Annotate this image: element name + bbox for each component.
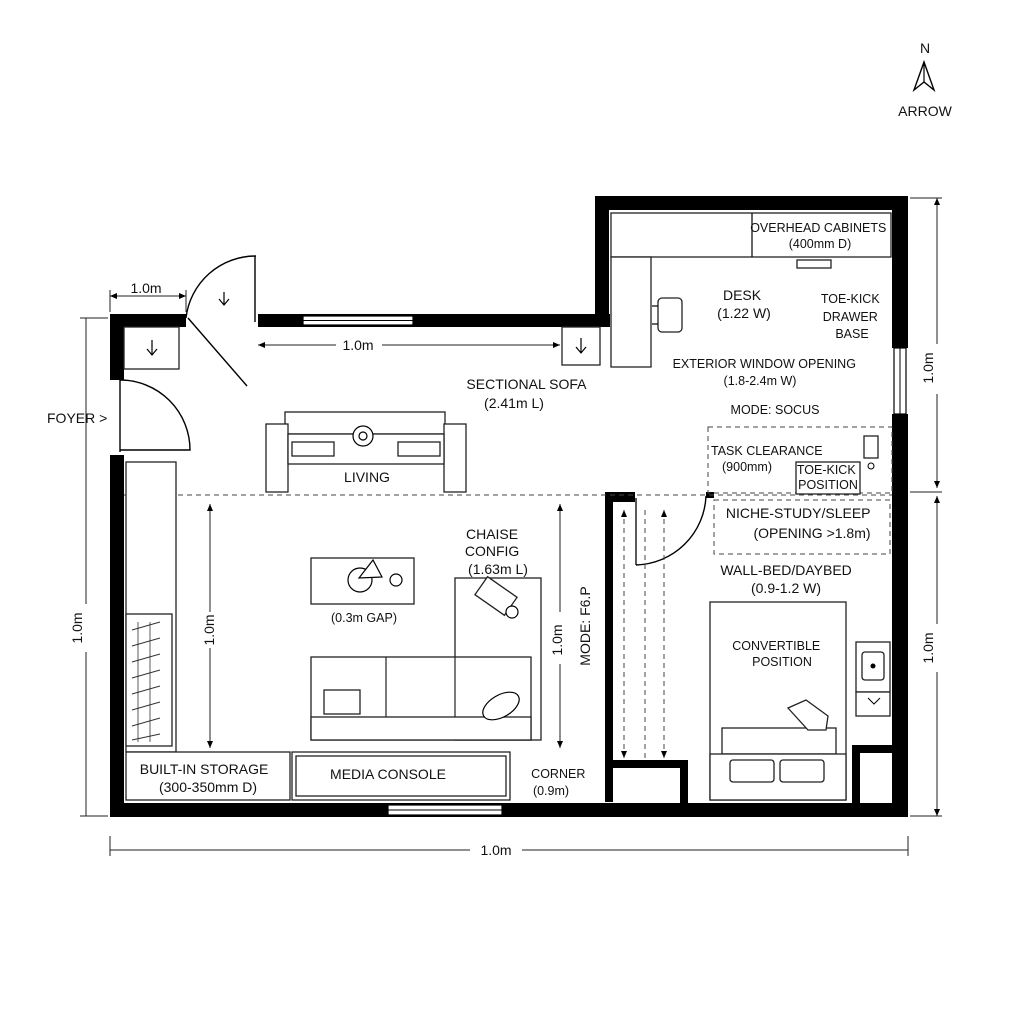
windows [302,315,907,816]
niche-door [635,495,707,566]
living-label: LIVING [344,469,390,485]
chaise-label: CHAISE CONFIG (1.63m L) [465,526,528,577]
coffee-table [310,557,415,605]
down-arrow-icon [146,340,158,356]
down-arrow-icon [575,338,587,354]
built-in-storage-label: BUILT-IN STORAGE (300-350mm D) [140,761,273,795]
sectional-sofa-label: SECTIONAL SOFA (2.41m L) [466,376,589,411]
dim-left-overall: 1.0m [69,612,85,643]
task-clearance-label: TASK CLEARANCE (900mm) [711,444,826,474]
dim-living-depth: 1.0m [201,614,217,645]
door-arrow-icon [218,292,230,306]
north-caption: ARROW [898,103,952,119]
wall-bed-label: WALL-BED/DAYBED (0.9-1.2 W) [720,562,855,596]
dim-door-width: 1.0m [130,280,161,296]
vertical-mode-label: MODE: F6.P [577,586,593,665]
niche-label: NICHE-STUDY/SLEEP (OPENING >1.8m) [726,505,874,541]
dimension-lines [80,197,942,856]
built-in-storage [125,751,291,801]
north-letter: N [920,40,930,56]
wall-bed [709,601,847,801]
media-console-label: MEDIA CONSOLE [330,766,446,782]
foyer-label: FOYER > [47,410,107,426]
media-console-inner [295,755,507,797]
convertible-label: CONVERTIBLE POSITION [732,639,823,669]
desk-label: DESK (1.22 W) [717,287,771,321]
toe-kick-position-box [795,461,861,495]
overhead-cabinets-label: OVERHEAD CABINETS (400mm D) [750,221,890,251]
chaise-sectional [310,575,542,741]
dim-living-wall: 1.0m [342,337,373,353]
niche-label-zone [713,499,891,555]
dim-right-lower: 1.0m [920,632,936,663]
sink-fixture [863,435,879,459]
dim-right-upper: 1.0m [920,352,936,383]
overhead-cabinets [610,212,892,258]
foyer-closet [123,326,180,370]
gap-label: (0.3m GAP) [331,611,397,625]
sectional-sofa-top [265,411,467,493]
niche-guides [621,510,667,758]
storage-shelving [125,461,177,753]
entry-door [185,255,257,387]
dim-bottom-overall: 1.0m [480,842,511,858]
desk-chair [652,297,683,333]
exterior-window-label: EXTERIOR WINDOW OPENING (1.8-2.4m W) [673,357,860,388]
toe-kick-position-label: TOE-KICK POSITION [797,463,859,492]
cabinet-handle [796,259,832,269]
desk-counter [610,256,652,368]
niche-vanity [855,641,891,717]
foyer-door [119,379,191,452]
toe-kick-base-label: TOE-KICK DRAWER BASE [821,292,883,341]
mode-label: MODE: SOCUS [731,403,820,417]
dim-chaise-depth: 1.0m [549,624,565,655]
corner-label: CORNER (0.9m) [531,767,589,798]
north-arrow: N ARROW [898,40,952,119]
